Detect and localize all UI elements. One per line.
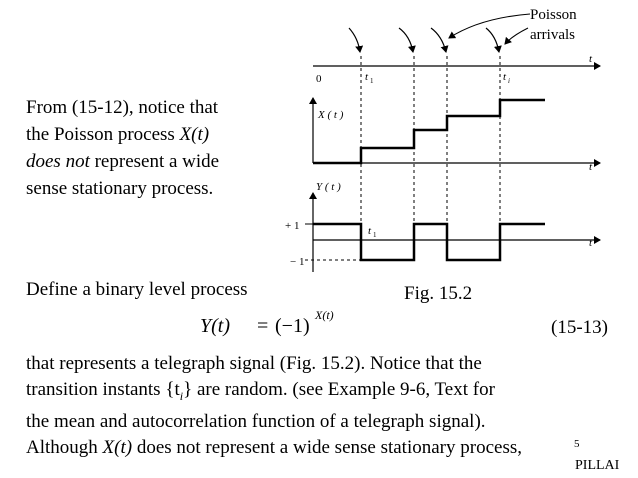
arrival-arrow-2 — [398, 27, 416, 53]
body-line-2-prefix: transition instants {t — [26, 379, 180, 400]
body-line-1: that represents a telegraph signal (Fig.… — [26, 353, 482, 374]
t1-label-y: t — [368, 225, 372, 237]
t1-sub-y: 1 — [373, 231, 377, 239]
arrival-dashed-lines — [360, 56, 501, 260]
page-number: 5 — [574, 438, 580, 450]
intro-line-3-text: represent a wide — [89, 151, 220, 172]
figure-caption: Fig. 15.2 — [404, 283, 473, 304]
author-footer: PILLAI — [575, 458, 620, 473]
arrival-arrow-1 — [348, 27, 364, 53]
equation-equals: = — [257, 315, 269, 337]
body-line-4-prefix: Although — [26, 436, 103, 458]
intro-line-2-text: the Poisson process — [26, 124, 180, 145]
callout-line-1: Poisson — [530, 7, 577, 23]
equation-number: (15-13) — [551, 317, 608, 338]
intro-line-3: does not represent a wide — [26, 148, 266, 175]
y-telegraph-signal — [313, 222, 545, 262]
body-line-4: Although X(t) does not represent a wide … — [26, 435, 626, 461]
arrival-arrow-3 — [430, 27, 449, 53]
intro-var-xt: X(t) — [179, 124, 210, 145]
body-var-xt: X(t) — [102, 436, 133, 458]
callout-line-2: arrivals — [530, 27, 575, 43]
intro-paragraph: From (15-12), notice that the Poisson pr… — [26, 94, 266, 202]
t1-label-top: t — [365, 71, 369, 83]
body-line-4-rest: does not represent a wide sense stationa… — [132, 436, 522, 458]
equation-exponent: X(t) — [315, 308, 334, 322]
y-axis-t: t — [589, 237, 593, 249]
intro-line-4: sense stationary process. — [26, 178, 214, 199]
callout-arrow-2 — [504, 27, 529, 45]
x-axis-t: t — [589, 161, 593, 173]
x-staircase — [313, 98, 545, 165]
intro-emphasis: does not — [26, 151, 90, 172]
ti-sub-top: i — [508, 77, 510, 85]
body-paragraph: that represents a telegraph signal (Fig.… — [26, 351, 626, 461]
ti-label-top: t — [503, 71, 507, 83]
equation-base: (−1) — [275, 315, 310, 337]
minus-one-label: − 1 — [290, 256, 304, 268]
x-axis-label: X ( t ) — [317, 109, 344, 121]
body-line-2-sub: i — [179, 388, 184, 403]
equation-lhs: Y(t) — [200, 315, 230, 337]
t1-sub-top: 1 — [370, 77, 374, 85]
intro-line-2: the Poisson process X(t) — [26, 121, 266, 148]
body-line-3: the mean and autocorrelation function of… — [26, 410, 486, 432]
top-axis-t: t — [589, 53, 593, 65]
define-line: Define a binary level process — [26, 279, 248, 300]
plus-one-label: + 1 — [285, 220, 299, 232]
body-line-2: transition instants {ti} are random. (se… — [26, 377, 626, 409]
arrival-arrow-4 — [485, 27, 502, 53]
body-line-2-rest: } are random. (see Example 9-6, Text for — [183, 379, 495, 400]
origin-zero: 0 — [316, 73, 322, 85]
intro-line-1: From (15-12), notice that — [26, 97, 219, 118]
y-axis-label: Y ( t ) — [316, 181, 341, 193]
callout-arrow-1 — [448, 13, 531, 39]
